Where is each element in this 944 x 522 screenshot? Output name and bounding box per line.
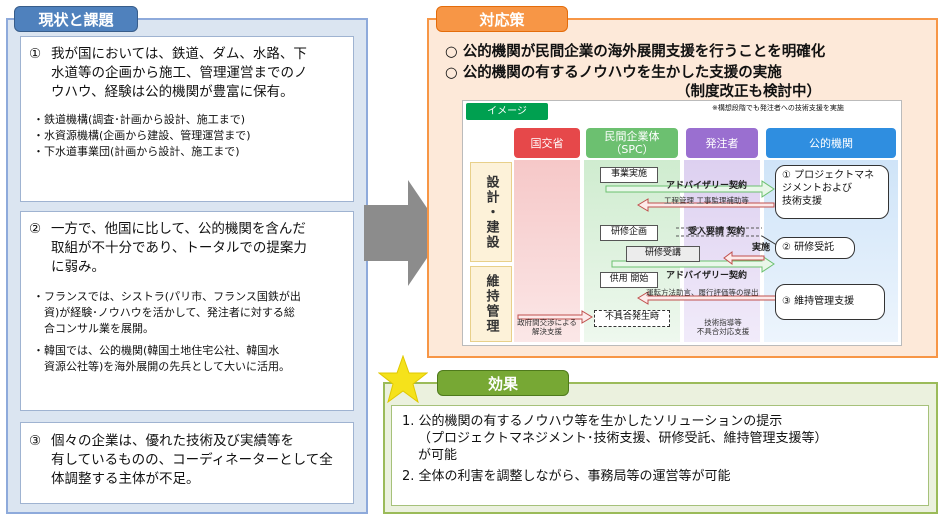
issue-1-bullets: ・鉄道機構(調査･計画から設計、施工まで) ・水資源機構(企画から建設、管理運営… — [33, 113, 251, 158]
support-maintenance: ③ 維持管理支援 — [775, 284, 885, 320]
label-acceptance: 受入要請 契約 — [688, 227, 746, 237]
effect-line-2: （プロジェクトマネジメント･技術支援、研修受託、維持管理支援等） — [418, 431, 828, 446]
effect-content: 1. 公的機関の有するノウハウ等を生かしたソリューションの提示 （プロジェクトマ… — [391, 405, 929, 506]
label-tech-guidance: 技術指導等 不具合対応支援 — [696, 318, 750, 336]
box-service-start: 供用 開始 — [600, 272, 658, 288]
support-training: ② 研修受託 — [775, 237, 855, 259]
current-issues-title: 現状と課題 — [14, 6, 138, 32]
box-defect-occurrence: 不具合発生時 — [594, 310, 670, 327]
effect-line-1: 1. 公的機関の有するノウハウ等を生かしたソリューションの提示 — [402, 414, 783, 429]
box-training-plan: 研修企画 — [600, 225, 658, 241]
response-line-2: ○ 公的機関の有するノウハウを生かした支援の実施 — [445, 65, 782, 81]
label-advisory-1: アドバイザリー契約 — [666, 181, 748, 191]
response-line-3: （制度改正も検討中） — [676, 84, 821, 100]
right-arrow-icon — [364, 180, 444, 286]
star-icon — [378, 355, 428, 403]
effect-title: 効果 — [437, 370, 569, 396]
effect-line-3: が可能 — [418, 448, 458, 463]
diagram-arrows — [517, 180, 789, 324]
label-implementation: 実施 — [752, 243, 771, 253]
response-line-1: ○ 公的機関が民間企業の海外展開支援を行うことを明確化 — [445, 44, 826, 60]
issue-2-bullets: ・フランスでは、シストラ(パリ市、フランス国鉄が出 資)が経験･ノウハウを活かし… — [33, 290, 301, 373]
phase-design-construction: 設計・建設 — [470, 162, 512, 262]
column-band-mlit — [514, 160, 580, 342]
label-operation-advice: 運転方法助言、履行評価等の提出 — [646, 288, 759, 297]
box-training-attend: 研修受講 — [626, 246, 700, 262]
box-project-execution: 事業実施 — [600, 167, 658, 183]
label-govt-negotiation: 政府間交渉による 解決支援 — [517, 318, 577, 336]
support-project-mgmt: ① プロジェクトマネ ジメントおよび 技術支援 — [775, 165, 889, 219]
image-label: イメージ — [466, 103, 548, 120]
diagram-note: ※構想段階でも発注者への技術支援を実施 — [712, 104, 844, 112]
effect-line-4: 2. 全体の利害を調整しながら、事務局等の運営等が可能 — [402, 469, 731, 484]
label-advisory-2: アドバイザリー契約 — [666, 271, 748, 281]
column-head-spc: 民間企業体 （SPC） — [586, 128, 678, 158]
column-head-public: 公的機関 — [766, 128, 896, 158]
column-head-mlit: 国交省 — [514, 128, 580, 158]
response-title: 対応策 — [436, 6, 568, 32]
phase-maintenance: 維持管理 — [470, 266, 512, 342]
column-head-client: 発注者 — [686, 128, 758, 158]
label-process-mgmt: 工程管理 工事監理補助等 — [664, 196, 749, 205]
